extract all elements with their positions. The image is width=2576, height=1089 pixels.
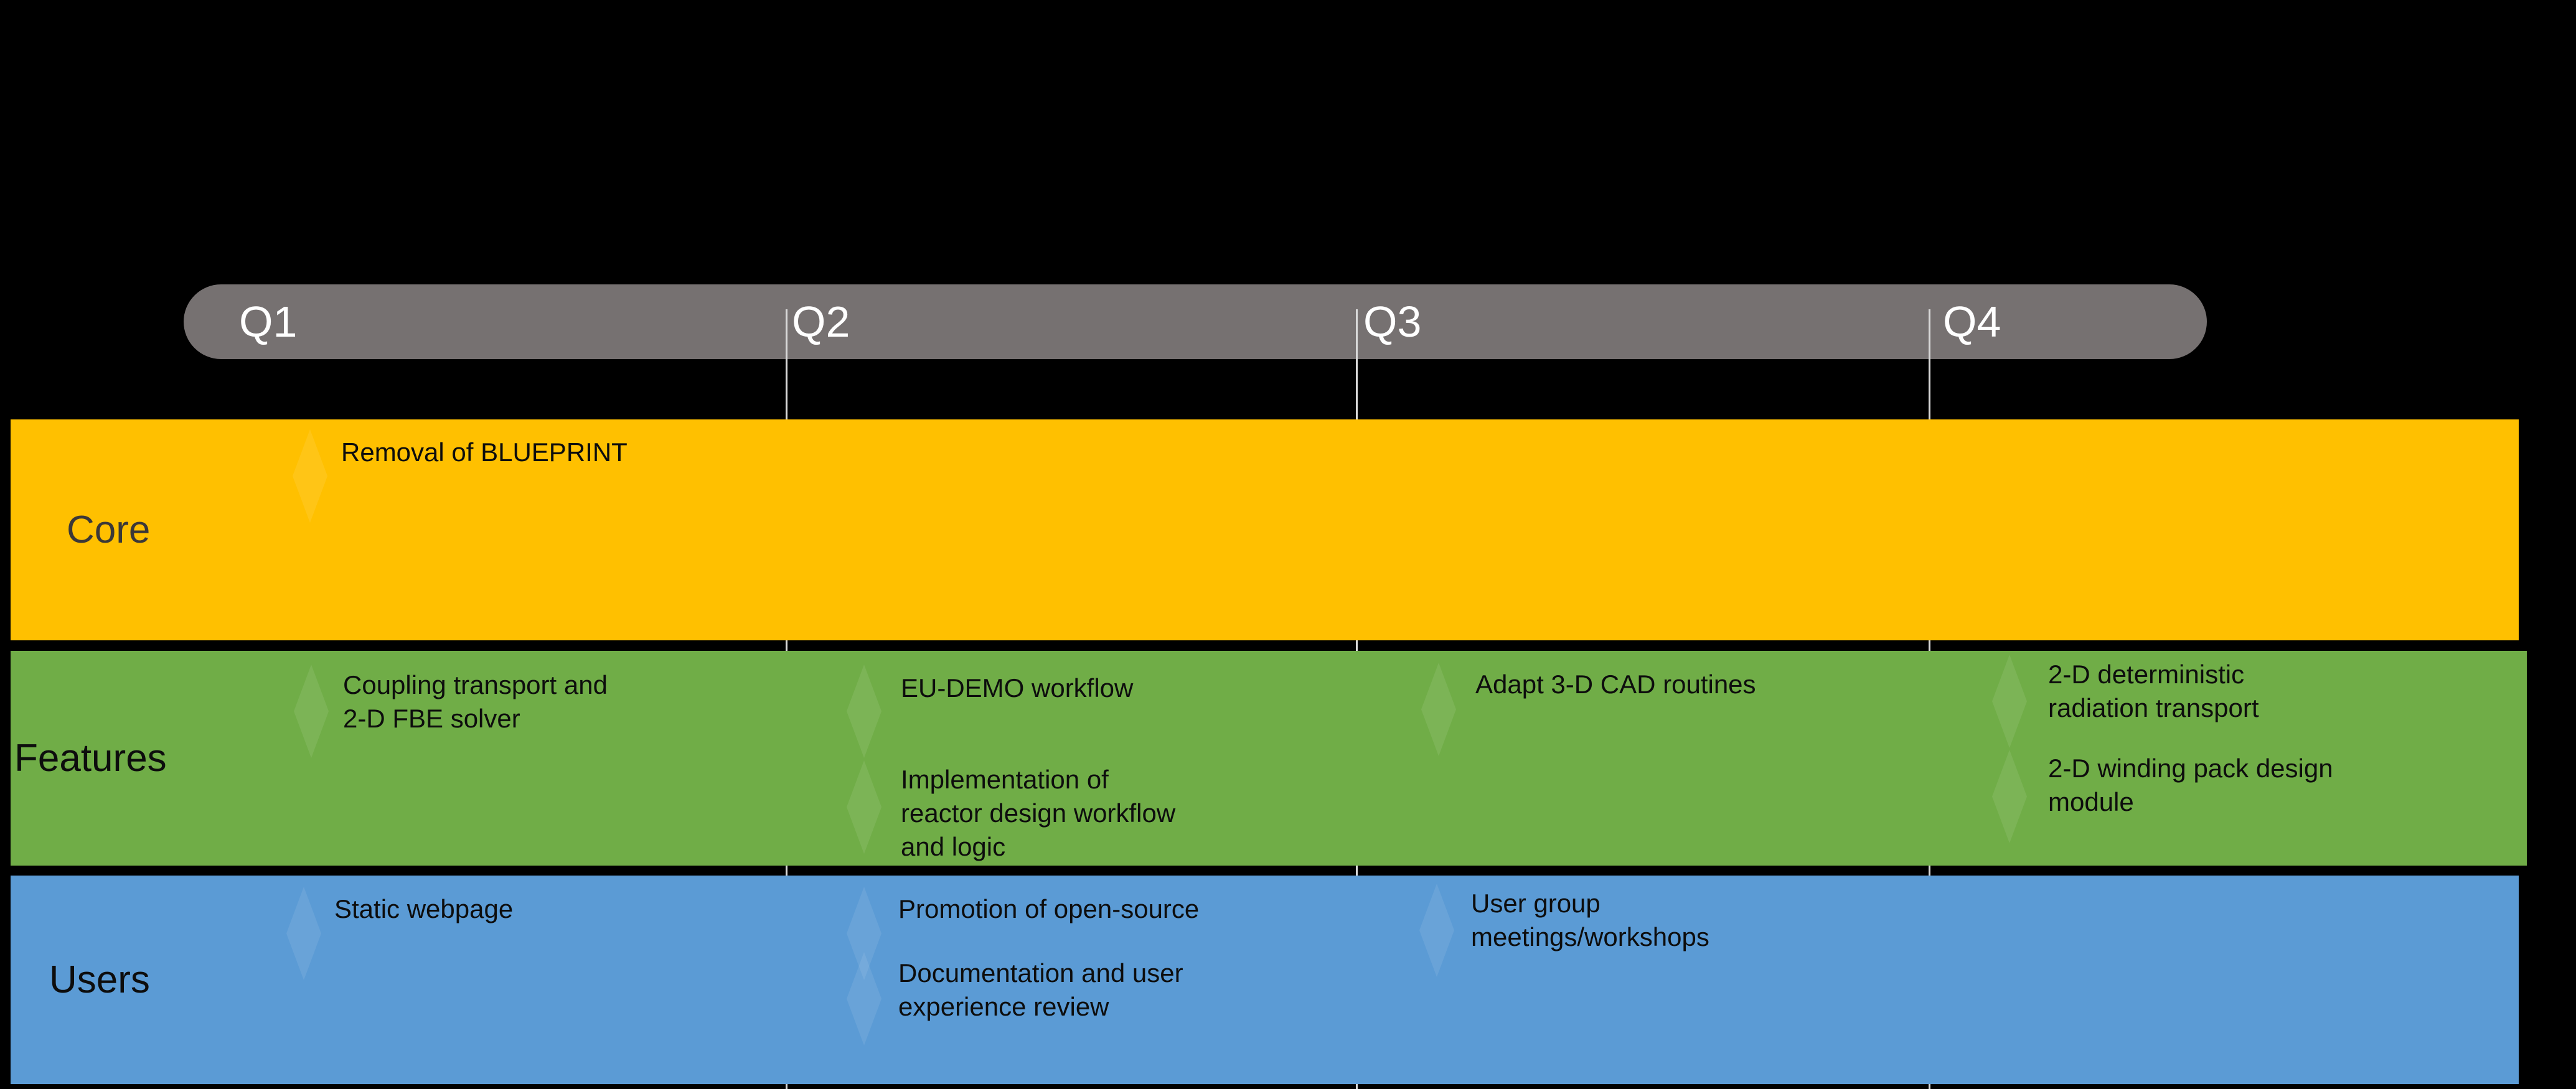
task-features-q1-1: Coupling transport and 2-D FBE solver <box>343 670 608 733</box>
quarter-label-q3: Q3 <box>1363 297 1422 346</box>
task-core-q1-1: Removal of BLUEPRINT <box>341 437 628 467</box>
task-features-q3-1: Adapt 3-D CAD routines <box>1475 670 1756 699</box>
task-features-q2-2: Implementation of reactor design workflo… <box>901 765 1176 861</box>
task-features-q4-1: 2-D deterministic radiation transport <box>2048 660 2259 722</box>
quarter-label-q1: Q1 <box>239 297 298 346</box>
swimlane-label-users: Users <box>49 958 150 1001</box>
quarter-label-q2: Q2 <box>792 297 850 346</box>
swimlane-label-core: Core <box>67 508 151 551</box>
task-users-q3-1: User group meetings/workshops <box>1471 889 1709 951</box>
swimlane-features: Features <box>11 651 2527 866</box>
swimlane-core: Core <box>11 419 2519 640</box>
task-users-q2-2: Documentation and user experience review <box>898 958 1183 1021</box>
task-features-q4-2: 2-D winding pack design module <box>2048 754 2333 816</box>
swimlane-label-features: Features <box>14 736 167 780</box>
quarter-label-q4: Q4 <box>1943 297 2001 346</box>
task-users-q1-1: Static webpage <box>334 894 514 923</box>
task-features-q2-1: EU-DEMO workflow <box>901 673 1134 703</box>
swimlane-users: Users <box>11 876 2519 1084</box>
task-users-q2-1: Promotion of open-source <box>898 894 1200 923</box>
quarter-header-bar: Q1 Q2 Q3 Q4 <box>184 284 2207 359</box>
